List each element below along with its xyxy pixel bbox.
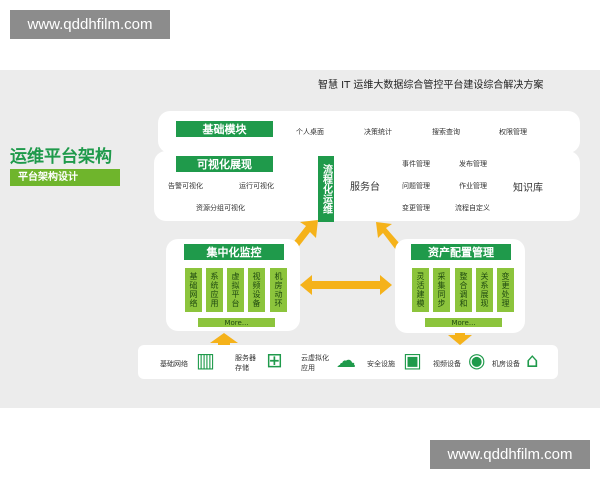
arrow-down [448, 327, 472, 345]
basic-item: 个人桌面 [296, 128, 324, 136]
arrow-left-diag [292, 220, 318, 250]
building-icon: ▥ [196, 348, 215, 372]
monitor-column: 基础网络 [185, 268, 202, 312]
basic-item: 权限管理 [499, 128, 527, 136]
visual-item: 运行可视化 [239, 182, 274, 190]
infra-label: 云虚拟化应用 [301, 354, 329, 372]
asset-title: 资产配置管理 [411, 244, 511, 260]
folder-lock-icon: ▣ [403, 348, 422, 372]
flow-item: 流程自定义 [455, 204, 490, 212]
monitor-column: 系统应用 [206, 268, 223, 312]
basic-module-title: 基础模块 [176, 121, 273, 137]
monitor-column: 虚拟平台 [227, 268, 244, 312]
basic-item: 决策统计 [364, 128, 392, 136]
asset-column: 变更处理 [497, 268, 514, 312]
flow-item: 作业管理 [459, 182, 487, 190]
basic-item: 搜索查询 [432, 128, 460, 136]
knowledge-base: 知识库 [513, 183, 543, 194]
monitor-column: 视频设备 [248, 268, 265, 312]
monitor-column: 机房动环 [270, 268, 287, 312]
asset-column: 关系展现 [476, 268, 493, 312]
infra-bar [138, 345, 558, 379]
arrow-horizontal [300, 275, 392, 295]
house-icon: ⌂ [526, 348, 539, 372]
left-subheading: 平台架构设计 [10, 169, 120, 186]
monitor-title: 集中化监控 [184, 244, 284, 260]
arrow-right-diag [376, 222, 400, 250]
flow-item: 变更管理 [402, 204, 430, 212]
asset-column: 整合调和 [455, 268, 472, 312]
windows-icon: ⊞ [266, 348, 283, 372]
flow-item: 事件管理 [402, 160, 430, 168]
asset-column: 灵活建模 [412, 268, 429, 312]
slide-title: 智慧 IT 运维大数据综合管控平台建设综合解决方案 [318, 80, 544, 91]
watermark-bottom: www.qddhfilm.com [430, 440, 590, 469]
flow-item: 发布管理 [459, 160, 487, 168]
infra-label: 视频设备 [433, 360, 461, 368]
infra-label: 安全设施 [367, 360, 395, 368]
cloud-icon: ☁ [336, 348, 356, 372]
left-heading: 运维平台架构 [10, 147, 112, 167]
webcam-icon: ◉ [468, 348, 486, 372]
monitor-more[interactable]: More... [198, 318, 275, 327]
flow-title: 流程化运维 [318, 156, 334, 222]
visual-title: 可视化展现 [176, 156, 273, 172]
infra-label: 基础网络 [160, 360, 188, 368]
infra-label: 机房设备 [492, 360, 520, 368]
watermark-top: www.qddhfilm.com [10, 10, 170, 39]
infra-label: 服务器存储 [235, 354, 256, 372]
asset-more[interactable]: More... [425, 318, 502, 327]
asset-column: 采集同步 [433, 268, 450, 312]
service-desk: 服务台 [350, 182, 380, 193]
visual-item: 告警可视化 [168, 182, 203, 190]
arrow-up [210, 333, 238, 353]
flow-item: 问题管理 [402, 182, 430, 190]
visual-item: 资源分组可视化 [196, 204, 245, 212]
